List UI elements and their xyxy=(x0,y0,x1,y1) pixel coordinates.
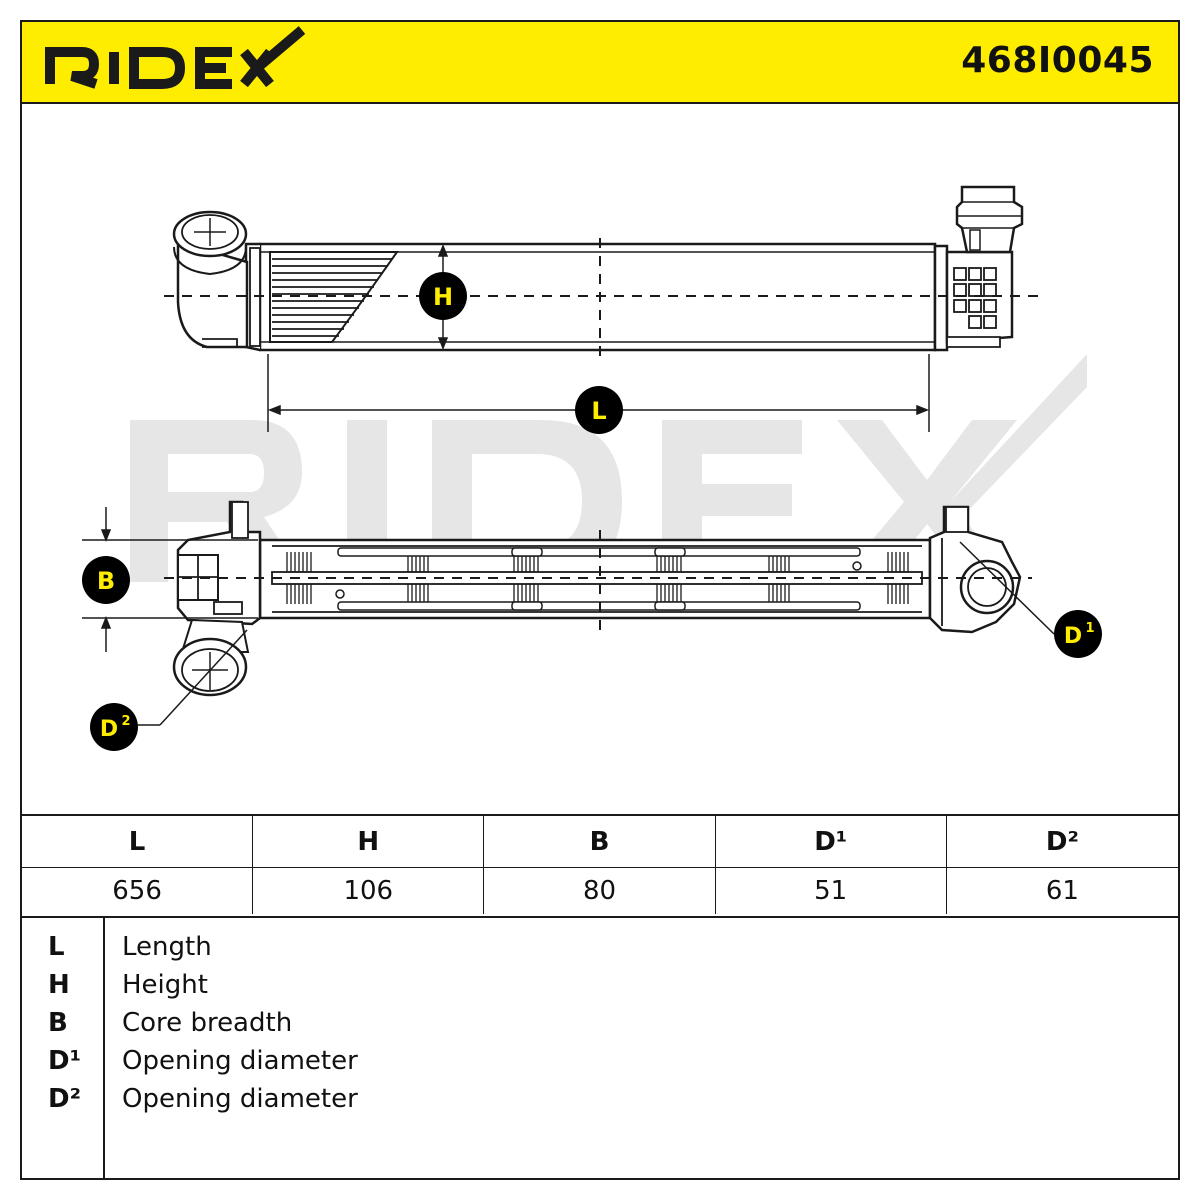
table-header-cell: B xyxy=(484,816,716,868)
legend-key: L xyxy=(48,932,65,962)
height-marker: H xyxy=(419,272,467,320)
d1-marker: D 1 xyxy=(1054,610,1102,658)
table-header-cell: D² xyxy=(946,816,1178,868)
table-value-cell: 51 xyxy=(716,868,947,914)
d2-marker: D 2 xyxy=(90,703,138,751)
legend-description: Core breadth xyxy=(122,1008,293,1038)
legend-description: Length xyxy=(122,932,212,962)
legend-key: D² xyxy=(48,1084,81,1114)
legend-row: D¹ Opening diameter xyxy=(22,1042,1178,1080)
intercooler-top-view xyxy=(172,185,1024,352)
header-bar: 468I0045 xyxy=(22,22,1178,104)
legend-key: B xyxy=(48,1008,68,1038)
legend-row: L Length xyxy=(22,928,1178,966)
legend: L Length H Height B Core breadth D¹ Open… xyxy=(22,916,1178,1178)
part-number: 468I0045 xyxy=(961,40,1154,81)
legend-key: H xyxy=(48,970,70,1000)
svg-text:L: L xyxy=(591,397,606,425)
table-header-cell: H xyxy=(253,816,485,868)
svg-text:H: H xyxy=(433,283,453,311)
table-value-cell: 80 xyxy=(484,868,716,914)
svg-text:D: D xyxy=(100,717,118,742)
svg-text:B: B xyxy=(97,567,115,595)
length-marker: L xyxy=(575,386,623,434)
svg-text:2: 2 xyxy=(121,714,130,729)
legend-row: D² Opening diameter xyxy=(22,1080,1178,1118)
table-value-cell: 61 xyxy=(1045,876,1079,906)
legend-row: H Height xyxy=(22,966,1178,1004)
ridex-logo xyxy=(45,26,306,89)
table-header-cell: L xyxy=(22,816,254,868)
svg-text:1: 1 xyxy=(1085,621,1094,636)
technical-drawing: H L B D 1 D 2 xyxy=(82,185,1102,751)
legend-divider xyxy=(103,916,105,1178)
svg-text:D: D xyxy=(1064,624,1082,649)
legend-row: B Core breadth xyxy=(22,1004,1178,1042)
table-value-cell: 106 xyxy=(253,868,485,914)
table-value-cell: 656 xyxy=(22,868,254,914)
legend-description: Opening diameter xyxy=(122,1084,358,1114)
legend-key: D¹ xyxy=(48,1046,81,1076)
legend-description: Opening diameter xyxy=(122,1046,358,1076)
table-header-cell: D¹ xyxy=(715,816,947,868)
dimensions-table: L H B D¹ D² 656 106 80 51 61 xyxy=(22,814,1178,918)
datasheet: H L B D 1 D 2 xyxy=(20,20,1180,1180)
legend-description: Height xyxy=(122,970,208,1000)
breadth-marker: B xyxy=(82,556,130,604)
